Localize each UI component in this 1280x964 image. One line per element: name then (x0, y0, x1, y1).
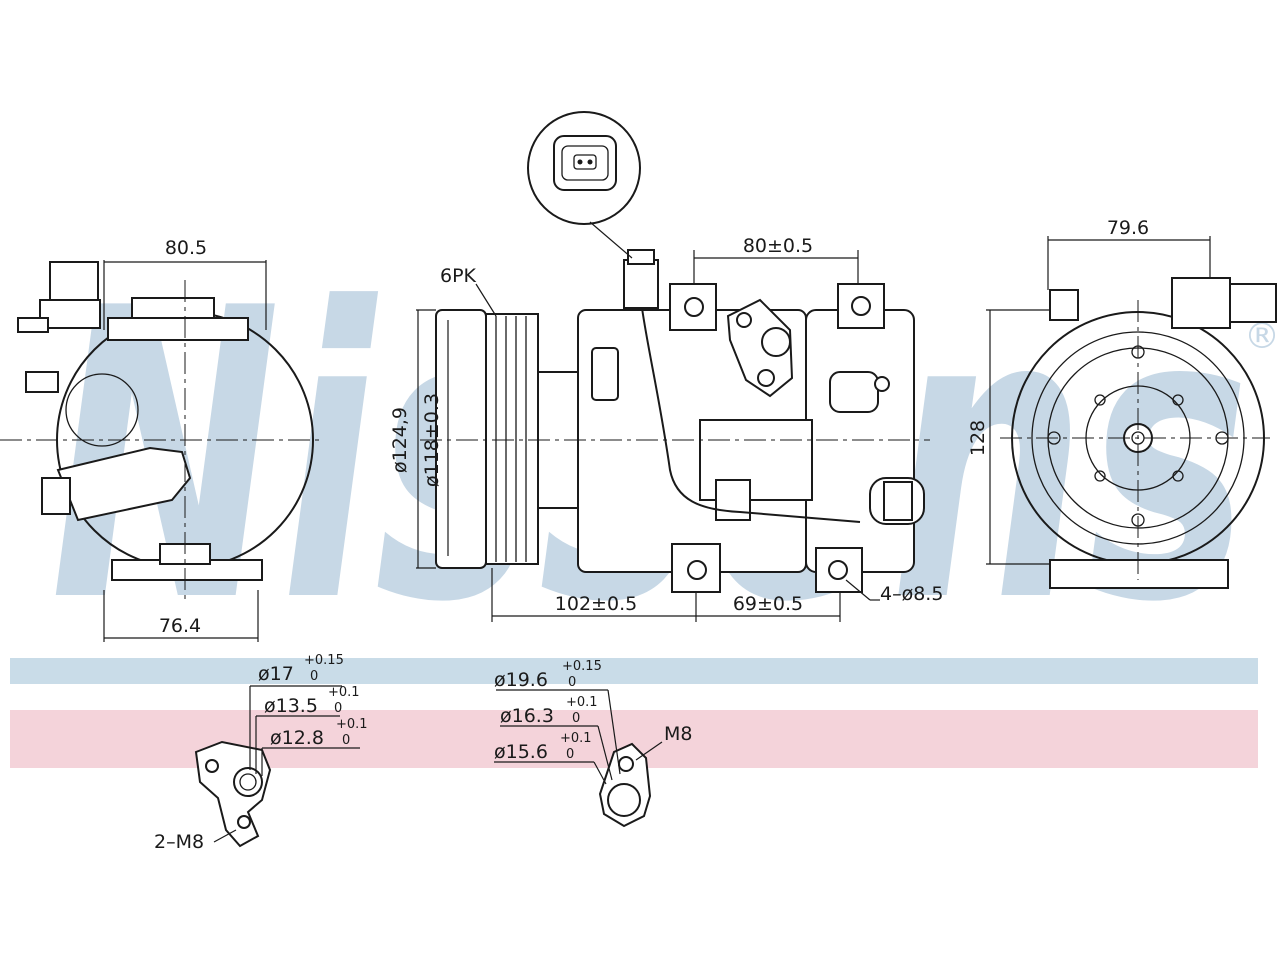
port-2-d1-label: ø19.6 (494, 669, 548, 691)
right-view-width-label: 79.6 (1107, 217, 1149, 239)
mounting-holes-label: 4–ø8.5 (880, 583, 943, 605)
port-1-d3-tol-up: +0.1 (336, 717, 368, 732)
left-side-view (0, 260, 320, 642)
port-2-d3-label: ø15.6 (494, 741, 548, 763)
port-2-d3-tol-dn: 0 (566, 747, 574, 762)
length-a-label: 102±0.5 (555, 593, 637, 615)
right-view-height-label: 128 (967, 420, 989, 456)
belt-profile-label: 6PK (440, 265, 477, 287)
port-2-d1-tol-dn: 0 (568, 675, 576, 690)
port-2-d2-tol-up: +0.1 (566, 695, 598, 710)
mount-spacing-label: 80±0.5 (743, 235, 813, 257)
length-b-label: 69±0.5 (733, 593, 803, 615)
port-1-d3-tol-dn: 0 (342, 733, 350, 748)
port-1-detail (194, 685, 360, 848)
port-1-d2-label: ø13.5 (264, 695, 318, 717)
right-side-view (986, 236, 1277, 589)
port-2-d1-tol-up: +0.15 (562, 659, 602, 674)
port-1-d1-tol-up: +0.15 (304, 653, 344, 668)
port-2-d2-label: ø16.3 (500, 705, 554, 727)
port-1-d1-tol-dn: 0 (310, 669, 318, 684)
port-1-d2-tol-dn: 0 (334, 701, 342, 716)
left-view-bottom-width-label: 76.4 (159, 615, 201, 637)
blue-band (10, 658, 1258, 684)
port-1-d2-tol-up: +0.1 (328, 685, 360, 700)
port-1-d1-label: ø17 (258, 663, 294, 685)
pulley-inner-diameter-label: ø118±0.3 (421, 393, 443, 487)
port-2-d3-tol-up: +0.1 (560, 731, 592, 746)
front-view (416, 221, 930, 622)
port-2-detail (494, 689, 663, 828)
port-1-d3-label: ø12.8 (270, 727, 324, 749)
port-2-thread-label: M8 (664, 723, 692, 745)
port-2-d2-tol-dn: 0 (572, 711, 580, 726)
left-view-top-width-label: 80.5 (165, 237, 207, 259)
pulley-outer-diameter-label: ø124,9 (389, 407, 411, 473)
port-1-thread-label: 2–M8 (154, 831, 204, 853)
connector-detail-circle (527, 111, 641, 225)
